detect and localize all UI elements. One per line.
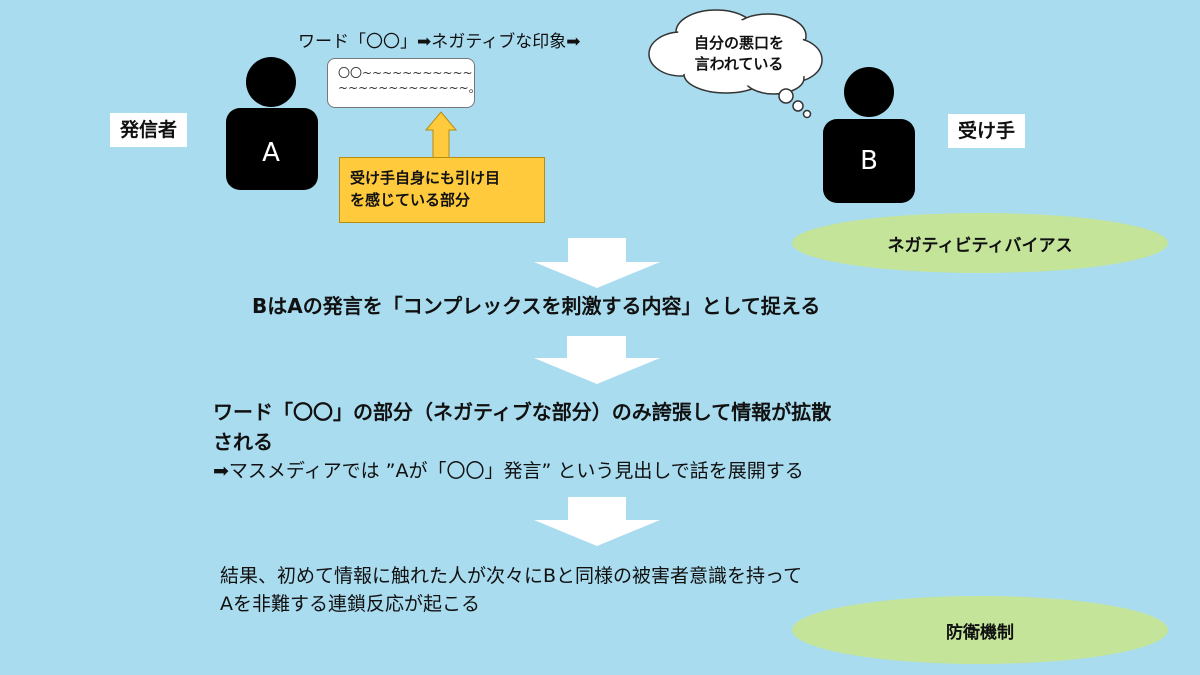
negativity-bias-label: ネガティビティバイアス [887,235,1073,256]
yellow-note-line-2: を感じている部分 [350,191,471,209]
person-a-figure [226,57,318,190]
step-2-block: ワード「〇〇」の部分（ネガティブな部分）のみ誇張して情報が拡散 される ➡マスメ… [213,397,831,485]
person-a-letter: A [262,138,280,168]
step-2-line-2: される [213,430,273,454]
person-b-figure [823,67,915,203]
down-arrow-1 [534,238,660,288]
yellow-note: 受け手自身にも引け目 を感じている部分 [339,157,545,223]
down-arrow-2 [534,336,660,384]
receiver-label: 受け手 [948,114,1026,148]
up-arrow [424,111,458,159]
person-b-letter: B [860,146,878,176]
speaker-label: 発信者 [110,113,188,147]
step-3-line-1: 結果、初めて情報に触れた人が次々にBと同様の被害者意識を持って [220,565,803,587]
down-arrow-3 [534,497,660,546]
defense-mechanism-label: 防衛機制 [946,622,1014,643]
thought-dots [778,88,812,119]
thought-line-1: 自分の悪口を [693,34,784,52]
step-2-media-line: ➡マスメディアでは ”Aが「〇〇」発言” という見出しで話を展開する [213,460,804,482]
step-1-text: BはAの発言を「コンプレックスを刺激する内容」として捉える [252,294,821,318]
speech-bubble: 〇〇~~~~~~~~~~~ ~~~~~~~~~~~~~。 [327,58,481,108]
negativity-bias-ellipse: ネガティビティバイアス [792,213,1168,273]
step-3-block: 結果、初めて情報に触れた人が次々にBと同様の被害者意識を持って Aを非難する連鎖… [220,562,802,618]
defense-mechanism-ellipse: 防衛機制 [792,596,1168,664]
thought-text: 自分の悪口を 言われている [676,33,802,75]
thought-line-2: 言われている [694,55,784,73]
top-sentence: ワード「〇〇」➡ネガティブな印象➡ [298,32,581,52]
step-3-line-2: Aを非難する連鎖反応が起こる [220,593,480,615]
step-2-line-1: ワード「〇〇」の部分（ネガティブな部分）のみ誇張して情報が拡散 [213,400,832,424]
yellow-note-line-1: 受け手自身にも引け目 [350,169,501,187]
